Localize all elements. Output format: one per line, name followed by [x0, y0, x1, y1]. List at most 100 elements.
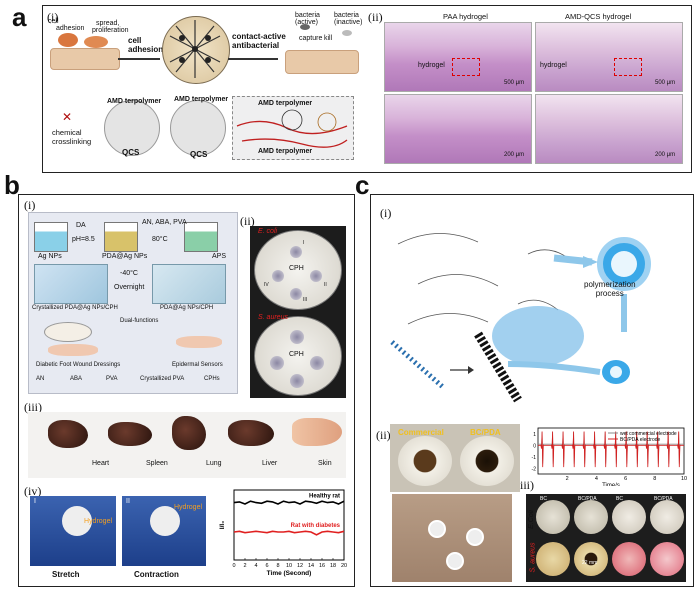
amd-label-2: AMD terpolymer	[174, 96, 229, 103]
diabetic-text: Diabetic Foot Wound Dressings	[36, 362, 121, 368]
foot-illustration	[48, 344, 98, 356]
series-line	[233, 530, 345, 536]
panel-a-sub-i: (i)	[47, 10, 59, 24]
scale-bar-2: 500 μm	[655, 80, 676, 86]
ecoli-row-label: E.Coli	[527, 510, 535, 529]
amd-label-1: AMD terpolymer	[107, 98, 162, 105]
histology-paa-high	[384, 94, 532, 164]
hydrogel-label-2: hydrogel	[540, 62, 567, 69]
organ-lung	[172, 416, 206, 450]
panel-a-label: a	[12, 2, 27, 32]
legend-pva: PVA	[106, 376, 118, 382]
an-aba-pva-text: AN, ABA, PVA	[142, 219, 187, 226]
contraction-label: Contraction	[134, 570, 179, 579]
network-lines	[169, 20, 221, 78]
dish-ecoli-bc-2	[612, 500, 646, 534]
x-axis-label: Time (Second)	[267, 570, 312, 577]
dish-ecoli-bcpda-2	[650, 500, 684, 534]
bacteria-shape	[300, 24, 310, 30]
x-axis-label: Time/s	[602, 483, 620, 486]
organ-liver	[228, 420, 274, 446]
y-tick-label: -2	[532, 466, 537, 472]
series-label: Rat with diabetes	[291, 523, 341, 529]
x-tick-label: 8	[653, 476, 656, 482]
series-label: Healthy rat	[309, 494, 340, 500]
legend-aba: ABA	[70, 376, 83, 382]
panel-c-sub-ii: (ii)	[376, 428, 391, 442]
crosslink-icon: ✕	[62, 110, 73, 124]
overnight-text: Overnight	[114, 284, 145, 291]
legend-label: wet commercial electrode	[620, 431, 677, 437]
x-tick-label: 18	[330, 563, 336, 569]
photo-label-i: I	[34, 498, 36, 505]
hydrogel-photo-label-2: Hydrogel	[174, 504, 203, 511]
dish-saureus-bcpda	[574, 542, 608, 576]
pda-ag-text: PDA@Ag NPs	[102, 253, 148, 260]
dopamine-polymerization-schematic	[390, 233, 651, 403]
capture-text: capture	[299, 35, 323, 42]
commercial-label: Commercial	[398, 428, 444, 437]
panel-b-sub-i: (i)	[24, 198, 36, 212]
gel-block-1	[34, 264, 108, 304]
inhibition-zone	[290, 288, 302, 300]
x-tick-label: 12	[297, 563, 303, 569]
ecoli-label: E. coli	[258, 228, 278, 235]
inhibition-zone	[290, 246, 302, 258]
inhibition-zone	[290, 330, 304, 344]
y-axis-label: I/I₀	[219, 521, 226, 529]
x-tick-label: 20	[341, 563, 347, 569]
beaker-2	[104, 222, 138, 252]
dish-ecoli-bc	[536, 500, 570, 534]
roman-iii: III	[303, 297, 308, 303]
dish-saureus-bc	[536, 542, 570, 576]
aps-text: APS	[212, 253, 227, 260]
y-tick-label: -1	[532, 455, 537, 461]
panel-b-sub-iii: (iii)	[24, 400, 42, 414]
x-tick-label: 4	[595, 476, 598, 482]
organ-spleen	[108, 422, 152, 446]
roi-box-1	[452, 58, 480, 76]
electrode-on-body	[428, 520, 446, 538]
inhibition-zone	[270, 356, 284, 370]
panel-c-sub-iii: (iii)	[516, 478, 534, 492]
pda-cph-text: PDA@Ag NPs/CPH	[160, 305, 214, 311]
bacteria-shape	[342, 30, 352, 36]
legend-cryst-pva: Crystallized PVA	[140, 376, 185, 382]
panel-b-sub-ii: (ii)	[240, 214, 255, 228]
amdqcs-title: AMD-QCS hydrogel	[565, 12, 632, 21]
chemical-crosslinking-text: chemical crosslinking	[52, 128, 92, 146]
da-text: DA	[76, 222, 86, 229]
cell-shape	[58, 33, 78, 47]
x-tick-label: 16	[319, 563, 325, 569]
dual-functions-text: Dual-functions	[120, 318, 159, 324]
panel-a-sub-ii: (ii)	[368, 10, 383, 24]
beaker-3	[184, 222, 218, 252]
hydrogel-label-1: hydrogel	[418, 62, 445, 69]
contact-active-label: contact-active antibacterial	[232, 32, 286, 50]
temp80-text: 80°C	[152, 236, 168, 243]
panel-c-sub-i: (i)	[380, 206, 392, 220]
gel-block-2	[152, 264, 226, 304]
ph-text: pH=8.5	[72, 236, 95, 243]
panel-c-label: c	[355, 170, 370, 200]
series-line	[233, 500, 345, 505]
organ-label-liver: Liver	[262, 460, 278, 467]
dish-saureus-bc-2	[612, 542, 646, 576]
hydrogel-photo-label-1: Hydrogel	[84, 518, 113, 525]
photo-label-ii: II	[126, 498, 130, 505]
cph-label-2: CPH	[289, 351, 304, 358]
y-tick-label: 0	[533, 443, 536, 449]
bacteria-dish	[285, 50, 359, 74]
electrode-on-body	[446, 552, 464, 570]
cell-text: cell	[48, 18, 59, 25]
series-line	[538, 431, 684, 468]
plot-frame	[537, 427, 685, 475]
x-tick-label: 2	[243, 563, 246, 569]
organ-label-spleen: Spleen	[146, 460, 168, 467]
dish-ecoli-bcpda	[574, 500, 608, 534]
x-tick-label: 0	[232, 563, 235, 569]
qcs-label-2: QCS	[190, 150, 208, 159]
rat-paw-2	[150, 506, 180, 536]
